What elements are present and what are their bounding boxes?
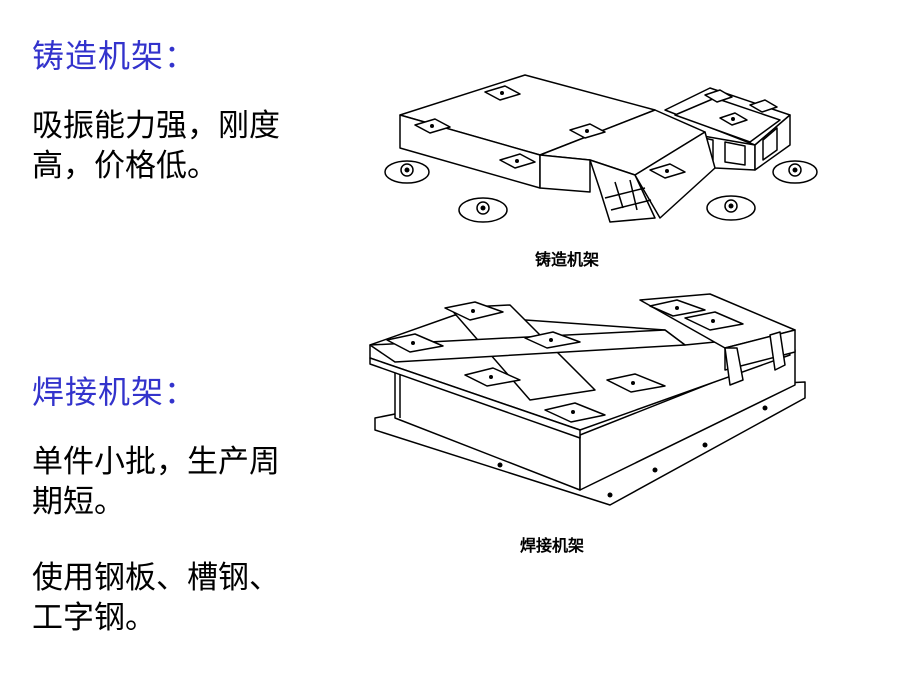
cast-frame-illustration	[375, 70, 825, 245]
weld-frame-heading: 焊接机架：	[32, 373, 198, 411]
cast-frame-caption: 铸造机架	[535, 250, 600, 269]
cast-frame-description: 吸振能力强，刚度 高，价格低。	[32, 108, 280, 184]
weld-frame-caption: 焊接机架	[520, 536, 585, 555]
weld-frame-description-1: 单件小批，生产周 期短。	[32, 444, 280, 520]
cast-frame-heading: 铸造机架：	[32, 37, 198, 75]
weld-frame-description-2: 使用钢板、槽钢、 工字钢。	[32, 560, 280, 636]
weld-frame-illustration	[365, 290, 815, 530]
